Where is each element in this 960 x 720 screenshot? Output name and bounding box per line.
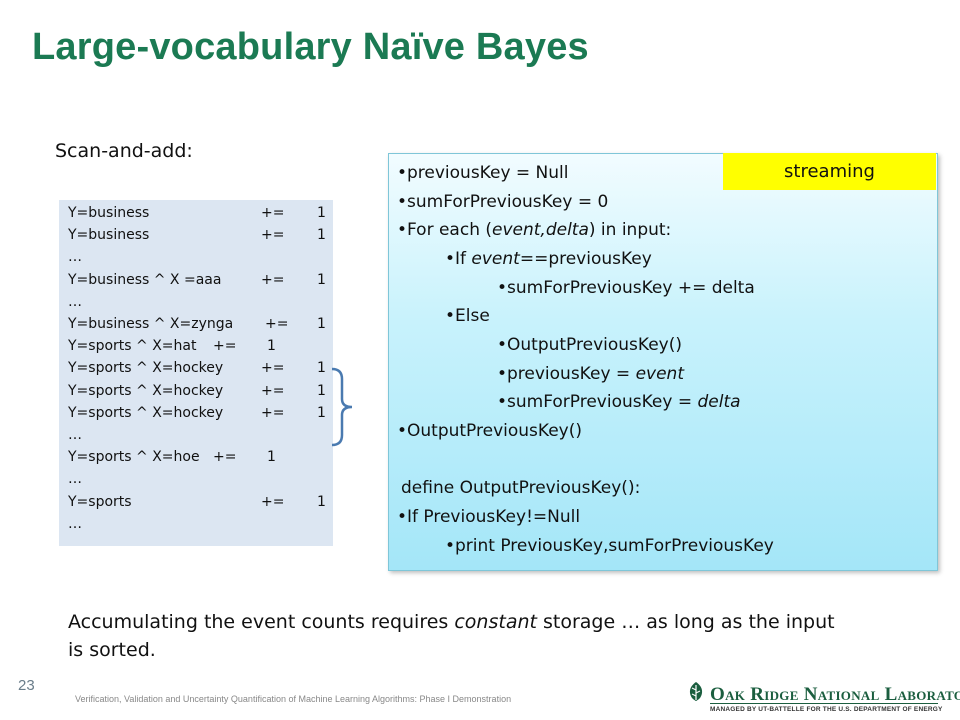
slide-title: Large-vocabulary Naïve Bayes [32,26,589,68]
ornl-leaf-icon [689,682,703,701]
list-item-key: Y=sports ^ X=hoe [68,449,200,466]
list-item-operator: += [265,316,289,332]
list-item-operator: += [261,360,285,377]
footer-text: Verification, Validation and Uncertainty… [75,694,512,704]
code-line: •If PreviousKey!=Null [397,507,581,527]
code-line: •Else [445,306,490,326]
list-item-operator: += [261,404,285,421]
list-item-key: Y=sports ^ X=hockey [68,404,224,421]
pseudocode-box: •previousKey = Null •sumForPreviousKey =… [388,153,938,571]
streaming-badge: streaming [723,153,936,190]
code-line: •previousKey = event [497,364,684,384]
accumulating-note: Accumulating the event counts requires c… [68,611,835,661]
ornl-logo-name: Oak Ridge National Laboratory [710,684,960,705]
code-line: •print PreviousKey,sumForPreviousKey [445,536,774,556]
page-number: 23 [18,677,35,694]
list-item-key: Y=sports [68,493,132,510]
list-item-key: Y=business [68,205,150,221]
list-item-operator: += [213,449,237,466]
list-item-key: Y=business ^ X=zynga [68,316,234,332]
list-item-value: 1 [267,338,276,355]
list-item-value: 1 [317,382,326,399]
code-line: •sumForPreviousKey += delta [497,278,755,298]
list-item-operator: += [261,382,285,399]
list-item-key: … [68,249,82,266]
code-line: •For each (event,delta) in input: [397,220,672,240]
list-item-value: 1 [317,316,326,332]
code-line: •sumForPreviousKey = delta [497,392,741,412]
list-item-key: Y=business [68,227,150,244]
list-item-operator: += [261,205,285,221]
list-item-value: 1 [267,449,276,466]
list-item-key: … [68,471,82,488]
list-item-key: Y=sports ^ X=hockey [68,360,224,377]
list-item-operator: += [261,493,285,510]
ornl-logo-subtitle: MANAGED BY UT-BATTELLE FOR THE U.S. DEPA… [710,706,943,713]
list-item-value: 1 [317,493,326,510]
list-item-key: … [68,293,82,310]
code-line: •sumForPreviousKey = 0 [397,192,609,212]
list-item-key: … [68,515,82,532]
list-item-value: 1 [317,271,326,288]
code-line: •previousKey = Null [397,163,569,183]
list-item-key: Y=sports ^ X=hat [68,338,197,355]
code-line: •OutputPreviousKey() [497,335,682,355]
list-item-value: 1 [317,205,326,221]
list-item-key: … [68,427,82,443]
code-line: •If event==previousKey [445,249,652,269]
list-item-operator: += [213,338,237,355]
list-item-key: Y=sports ^ X=hockey [68,382,224,399]
ornl-logo: Oak Ridge National Laboratory MANAGED BY… [684,680,960,718]
list-item-operator: += [261,227,285,244]
list-item-value: 1 [317,404,326,421]
code-line: •OutputPreviousKey() [397,421,582,441]
list-item-value: 1 [317,227,326,244]
code-line: define OutputPreviousKey(): [401,478,641,498]
logo-divider [710,703,938,704]
list-item-value: 1 [317,360,326,377]
list-item-operator: += [261,271,285,288]
right-bracket-icon [331,367,353,447]
scan-and-add-label: Scan-and-add: [55,140,193,162]
list-item-key: Y=business ^ X =aaa [68,271,222,288]
